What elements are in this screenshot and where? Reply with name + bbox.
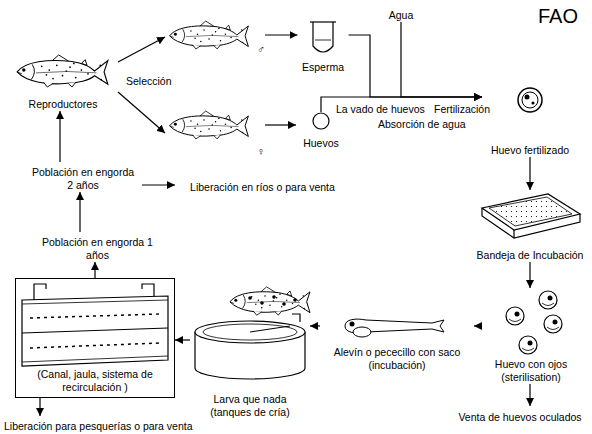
flow-arrow xyxy=(529,157,530,190)
tube-figure: Esperma xyxy=(298,15,349,74)
larva-figure: Alevín o pececillo con saco (incubación) xyxy=(320,312,474,372)
node-text: Huevo con ojos (sterilisation) xyxy=(484,358,578,384)
flow-arrow xyxy=(265,34,298,35)
flow-arrow xyxy=(529,384,530,406)
node-text: (Canal, jaula, sistema de recirculación … xyxy=(20,368,170,394)
node-text: Huevos xyxy=(303,137,339,150)
text-node: Población en engorda 2 años xyxy=(24,162,142,192)
flow-arrow xyxy=(118,92,165,133)
flow-arrow xyxy=(118,37,165,62)
fish-figure: ♂ xyxy=(165,18,265,56)
flow-arrow xyxy=(79,192,80,232)
arrow-note: Selección xyxy=(126,75,172,88)
incubation-tray xyxy=(482,194,580,238)
text-node: Liberación en ríos o para venta xyxy=(175,177,350,194)
egg-figure: Huevo fertilizado xyxy=(482,85,578,157)
flow-arrow xyxy=(59,111,60,162)
fertilized-egg-drawing xyxy=(518,88,542,112)
egg-drawing xyxy=(313,113,329,129)
sperm-tube xyxy=(310,22,336,52)
node-text: Alevín o pececillo con saco (incubación) xyxy=(324,346,470,372)
tray-figure: Bandeja de Incubación xyxy=(473,190,588,262)
flow-arrow xyxy=(310,325,320,326)
flow-arrow xyxy=(142,184,175,185)
fish-figure: Reproductores xyxy=(8,50,118,111)
flow-arrow xyxy=(175,339,190,340)
egg-figure: Huevos xyxy=(296,112,346,150)
node-text: ♂ xyxy=(257,43,265,56)
node-text: Reproductores xyxy=(29,98,98,111)
flow-arrow xyxy=(94,262,95,278)
flow-arrow xyxy=(39,398,40,416)
text-node: Población en engorda 1 años xyxy=(36,232,159,262)
node-text: ♀ xyxy=(257,145,265,158)
node-text: Población en engorda 1 años xyxy=(40,236,155,262)
eyed-eggs xyxy=(506,291,562,354)
step-note: Absorción de agua xyxy=(378,118,466,131)
raceway-box: (Canal, jaula, sistema de recirculación … xyxy=(15,278,175,398)
fish-figure: ♀ xyxy=(165,108,265,158)
text-node: Agua xyxy=(382,5,420,22)
tank-figure: Larva que nada (tanques de cría) xyxy=(190,285,310,419)
step-note: Fertilización xyxy=(434,103,490,116)
flow-arrow xyxy=(401,22,482,97)
text-node: Venta de huevos oculados xyxy=(453,406,587,424)
node-text: Esperma xyxy=(302,61,344,74)
watermark: FAO xyxy=(538,4,578,28)
step-note: La vado de huevos xyxy=(336,103,425,116)
node-text: Población en engorda 2 años xyxy=(28,166,138,192)
node-text: Bandeja de Incubación xyxy=(477,249,584,262)
node-text: Liberación para pesquerías o para venta xyxy=(4,420,193,433)
node-text: Huevo fertilizado xyxy=(491,144,569,157)
flow-arrow xyxy=(474,325,480,326)
node-text: Liberación en ríos o para venta xyxy=(190,181,335,194)
node-text: Agua xyxy=(389,9,414,22)
raceway-drawing xyxy=(22,284,168,366)
flow-arrow xyxy=(265,124,296,125)
alevin-drawing xyxy=(345,319,444,337)
text-node: Liberación para pesquerías o para venta xyxy=(4,416,224,433)
egg-figure: Huevo con ojos (sterilisation) xyxy=(480,288,582,384)
fish-drawing xyxy=(17,21,248,139)
node-text: Venta de huevos oculados xyxy=(458,411,581,424)
node-text: Larva que nada (tanques de cría) xyxy=(200,393,300,419)
flow-arrow xyxy=(349,35,483,97)
tank-drawing xyxy=(195,287,310,379)
flow-arrow xyxy=(529,262,530,288)
